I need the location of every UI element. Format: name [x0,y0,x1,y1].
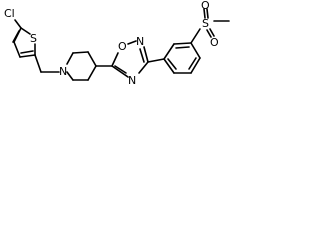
bond-piperidine-3 [87,51,97,67]
bond-piperidine-2 [72,51,89,54]
bond-phenyl-1 [163,43,175,60]
bond-phenyl-sulfonyl [190,28,201,44]
bond-oxadiazole-n4-c5-double [114,65,127,74]
bond-oxadiazole-n2-c3 [143,46,149,63]
atom-o-oxadiazole: O [118,40,127,53]
bond-thiophene-5 [20,27,31,35]
bond-s-o-upper-double [206,8,209,19]
bond-piperidine-1 [66,52,74,65]
atom-o-sulfonyl-2: O [210,36,219,49]
bond-phenyl-2-double [175,46,190,49]
bond-piperidine-6 [66,71,74,81]
bond-oxadiazole-n2-c3-double [139,48,145,63]
atom-o-sulfonyl-1: O [201,0,210,12]
bond-oxadiazole-n4-c5 [111,65,129,78]
bond-s-o-lower-double [206,29,212,38]
bond-thiophene-3-double [20,50,34,54]
bond-oxadiazole-c3-n4 [138,61,149,74]
bond-thiophene-ch2 [34,54,42,73]
bond-phenyl-6-double [167,58,177,70]
bond-thiophene-2 [13,41,21,58]
bond-oxadiazole-o-n2 [127,40,137,45]
atom-s-thiophene: S [30,32,37,45]
atom-cl: Cl [4,7,15,20]
bond-cl-c5 [14,19,22,29]
bond-phenyl-4-double [188,57,197,70]
bond-phenyl-2 [173,42,192,45]
bond-oxadiazole-phenyl [147,58,165,63]
bonds [12,8,230,81]
molecule-structure-diagram: Cl S N O N N S O O [4,0,230,87]
bond-piperidine-4 [87,65,97,81]
bond-phenyl-4 [190,57,201,74]
bond-s-o-lower [209,28,215,37]
atom-s-sulfonyl: S [202,17,209,30]
bond-oxadiazole-c5-o [111,52,119,67]
bond-thiophene-1-double [12,30,20,43]
atom-labels: Cl S N O N N S O O [4,0,219,87]
atom-n-piperidine: N [59,65,67,78]
bond-thiophene-3 [19,54,36,58]
bond-phenyl-3 [190,42,201,59]
atom-n-oxadiazole-4: N [128,74,136,87]
bond-s-o-upper [203,8,206,19]
bond-phenyl-6 [163,58,175,74]
atom-n-oxadiazole-2: N [136,35,144,48]
